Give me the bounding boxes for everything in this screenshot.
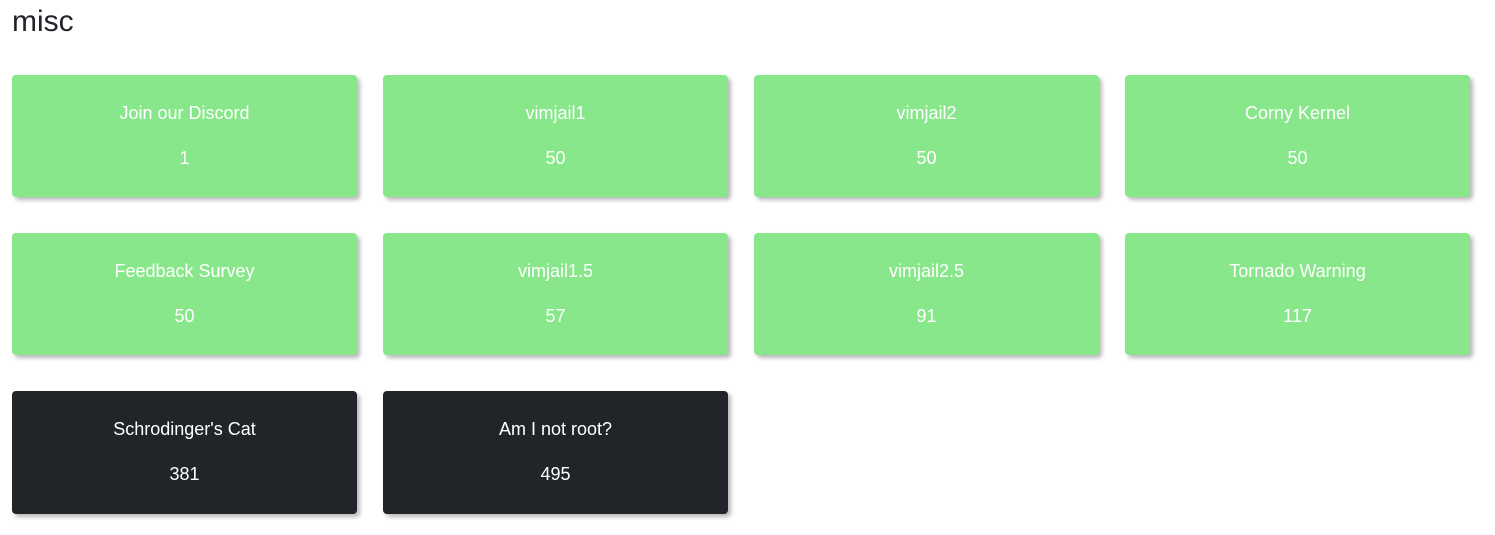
challenge-name: vimjail1 <box>525 103 586 123</box>
challenge-name: Tornado Warning <box>1229 261 1366 281</box>
challenge-points: 91 <box>916 306 937 326</box>
challenge-grid: Join our Discord 1 vimjail1 50 vimjail2 … <box>12 75 1472 514</box>
challenge-points: 381 <box>169 464 200 484</box>
challenge-points: 50 <box>1287 148 1308 168</box>
challenge-name: Corny Kernel <box>1244 103 1351 123</box>
challenge-points: 495 <box>540 464 571 484</box>
challenge-card-vimjail1[interactable]: vimjail1 50 <box>383 75 728 197</box>
challenge-card-join-our-discord[interactable]: Join our Discord 1 <box>12 75 357 197</box>
challenge-name: vimjail2.5 <box>888 261 965 281</box>
challenge-card-vimjail1-5[interactable]: vimjail1.5 57 <box>383 233 728 355</box>
challenge-card-vimjail2-5[interactable]: vimjail2.5 91 <box>754 233 1099 355</box>
challenge-name: Join our Discord <box>119 103 250 123</box>
category-title: misc <box>12 5 74 38</box>
challenge-name: vimjail2 <box>896 103 957 123</box>
challenge-points: 50 <box>916 148 937 168</box>
challenge-points: 57 <box>545 306 566 326</box>
challenge-card-schrodingers-cat[interactable]: Schrodinger's Cat 381 <box>12 391 357 514</box>
challenge-card-am-i-not-root[interactable]: Am I not root? 495 <box>383 391 728 514</box>
challenge-name: Schrodinger's Cat <box>113 419 256 439</box>
challenge-name: Am I not root? <box>498 419 613 439</box>
challenge-card-tornado-warning[interactable]: Tornado Warning 117 <box>1125 233 1470 355</box>
challenge-points: 117 <box>1283 306 1312 326</box>
challenge-name: vimjail1.5 <box>517 261 594 281</box>
challenge-points: 1 <box>179 148 190 168</box>
challenge-card-vimjail2[interactable]: vimjail2 50 <box>754 75 1099 197</box>
challenge-card-corny-kernel[interactable]: Corny Kernel 50 <box>1125 75 1470 197</box>
challenge-points: 50 <box>545 148 566 168</box>
challenge-name: Feedback Survey <box>114 261 255 281</box>
challenge-points: 50 <box>174 306 195 326</box>
challenge-card-feedback-survey[interactable]: Feedback Survey 50 <box>12 233 357 355</box>
